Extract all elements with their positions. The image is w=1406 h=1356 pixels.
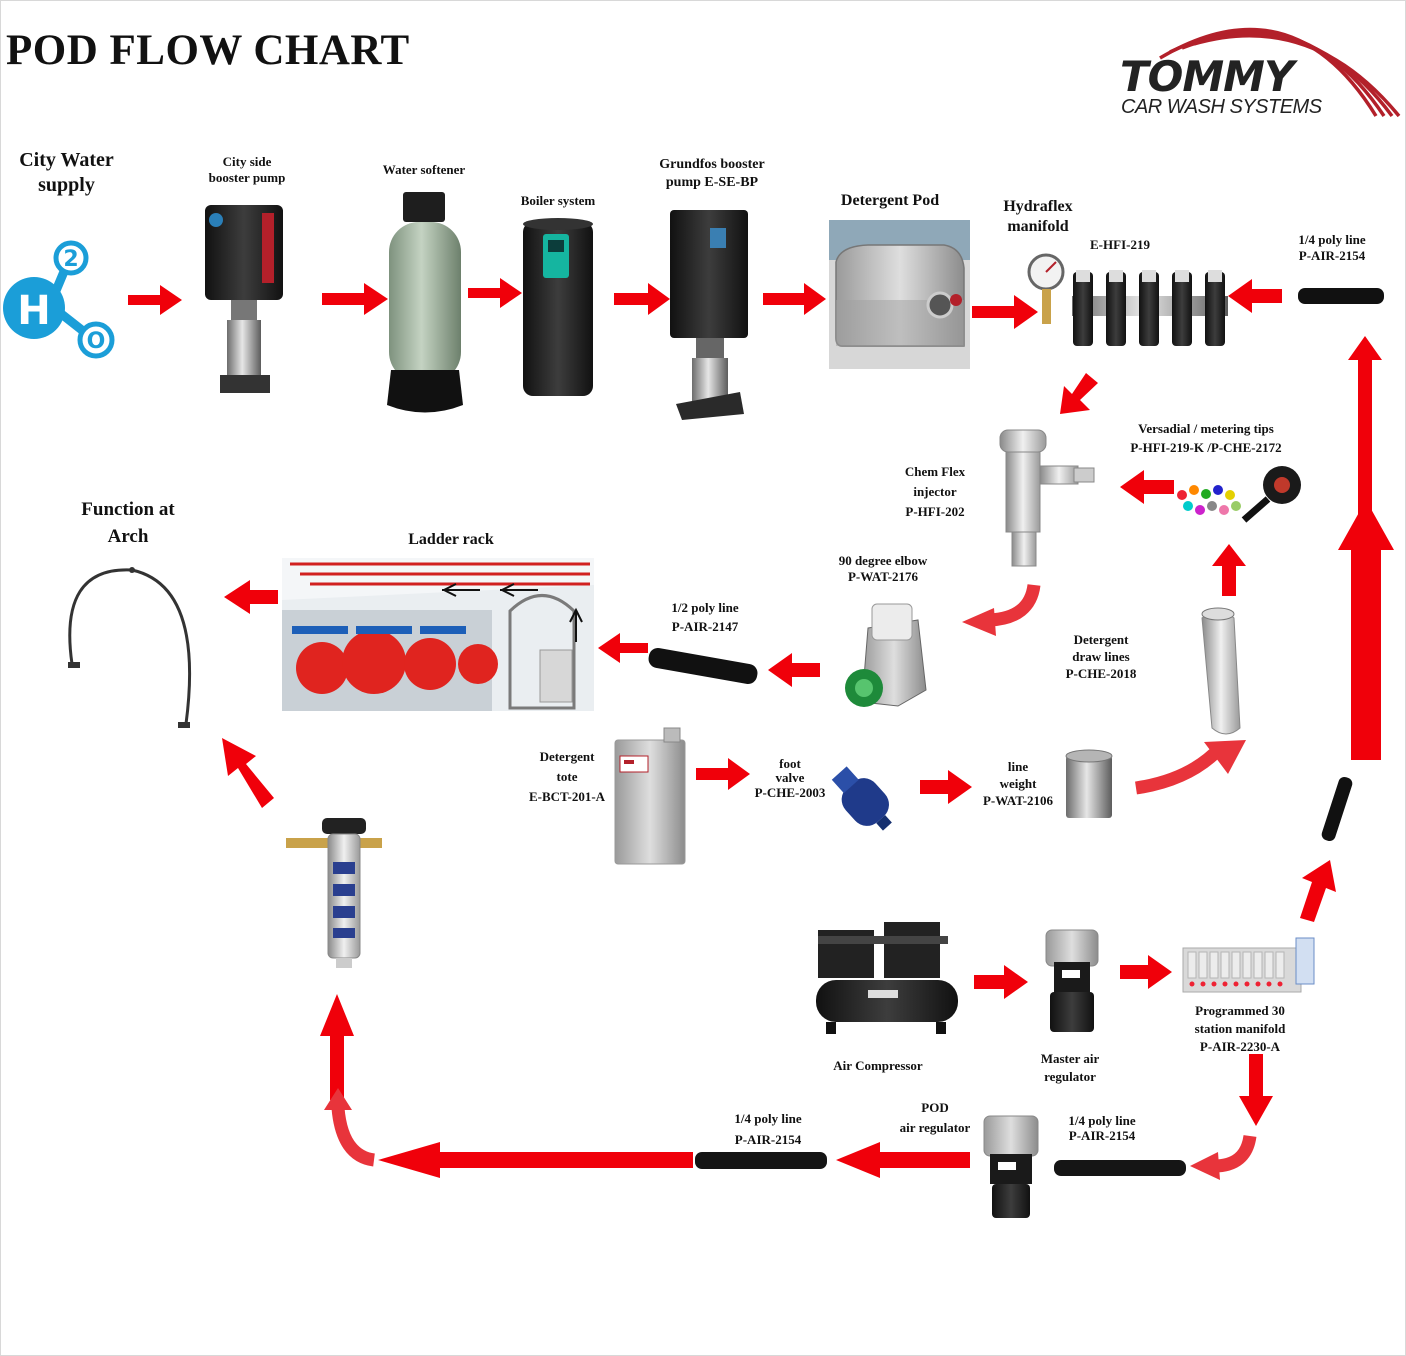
master-reg-label: Master air regulator (1040, 1051, 1100, 1084)
arrow-elbow-to-halfpoly (768, 653, 820, 687)
arrow-water-to-booster (128, 285, 182, 315)
city-booster-pump-icon (205, 205, 283, 393)
arrow-master-to-manifold (1120, 955, 1172, 989)
metering-tips-icon (1177, 466, 1301, 523)
grundfos-label: Grundfos booster pump E-SE-BP (659, 157, 765, 190)
manifold-icon (1027, 253, 1228, 346)
compressor-label: Air Compressor (833, 1058, 923, 1073)
arrow-up-to-cylinder (320, 994, 354, 1100)
hydraflex-part-label: E-HFI-219 (1090, 237, 1150, 252)
master-air-regulator-icon (1045, 929, 1099, 1032)
pod-air-regulator-icon (983, 1115, 1039, 1218)
arrow-compressor-to-master (974, 965, 1028, 999)
right-poly-label: 1/4 poly line P-AIR-2154 (1068, 1113, 1136, 1143)
arrow-tips-to-injector (1120, 470, 1174, 504)
curve-weight-to-tube (1134, 743, 1225, 795)
tote-label: Detergent tote E-BCT-201-A (528, 749, 606, 805)
water-softener-label: Water softener (382, 162, 466, 177)
pod-reg-label: POD air regulator (899, 1100, 971, 1136)
clear-tube-icon (1201, 607, 1241, 735)
arrow-manifold-down (1239, 1054, 1273, 1126)
arrow-cylinder-to-arch (222, 738, 274, 808)
arrow-tote-to-footvalve (696, 758, 750, 790)
svg-text:H: H (17, 288, 50, 334)
tote-icon (614, 727, 686, 865)
arrow-riser-large (1338, 500, 1394, 760)
boiler-icon (523, 218, 593, 396)
curve-manifold-to-poly (1213, 1134, 1257, 1173)
arch-frame-icon (68, 567, 192, 728)
svg-text:O: O (87, 329, 106, 354)
bottom-poly-label: 1/4 poly line P-AIR-2154 (734, 1111, 802, 1147)
elbow-label: 90 degree elbow P-WAT-2176 (838, 553, 928, 585)
city-booster-label: City side booster pump (208, 154, 286, 186)
injector-icon (999, 429, 1095, 567)
logo-subtitle: CAR WASH SYSTEMS (1121, 96, 1322, 118)
softener-tank-icon (387, 192, 463, 413)
versadial-label: Versadial / metering tips P-HFI-219-K /P… (1130, 421, 1282, 455)
arrow-draw-to-tips (1212, 544, 1246, 596)
detergent-pod-label: Detergent Pod (840, 192, 940, 209)
arrow-podreg-to-poly (836, 1142, 970, 1178)
arrow-grundfos-to-pod (763, 283, 826, 315)
chemflex-label: Chem Flex injector P-HFI-202 (904, 464, 966, 520)
air-cylinder-icon (286, 818, 382, 968)
arch-label: Function at Arch (81, 499, 175, 547)
grundfos-pump-icon (670, 210, 748, 420)
svg-text:2: 2 (63, 247, 78, 272)
arrow-halfpoly-to-rack (598, 633, 648, 663)
city-water-label: City Water supply (19, 149, 114, 196)
curve-left-to-up (331, 1107, 376, 1167)
arrow-manifold-up (1300, 860, 1336, 922)
wash-tunnel-photo-icon (282, 558, 594, 711)
page-title: POD FLOW CHART (6, 27, 410, 74)
hydraflex-label: Hydraflex manifold (1003, 198, 1073, 235)
foot-valve-label: foot valve P-CHE-2003 (754, 756, 826, 800)
arrow-poly-to-left (378, 1142, 693, 1178)
half-poly-hose-icon (648, 648, 758, 684)
boiler-label: Boiler system (520, 193, 596, 208)
right-poly-hose-icon (1054, 1160, 1186, 1176)
line-weight-label: line weight P-WAT-2106 (982, 759, 1054, 808)
curve-injector-to-elbow (989, 583, 1041, 627)
arrow-hydraflex-to-injector (1060, 373, 1098, 414)
manifold30-label: Programmed 30 station manifold P-AIR-223… (1194, 1003, 1286, 1055)
logo-wordmark: TOMMY (1120, 52, 1294, 101)
arrow-boiler-to-grundfos (614, 283, 670, 315)
draw-lines-label: Detergent draw lines P-CHE-2018 (1065, 632, 1137, 681)
arrow-softener-to-boiler (468, 278, 522, 308)
arrow-pod-to-hydraflex (972, 295, 1038, 329)
top-poly-label: 1/4 poly line P-AIR-2154 (1298, 232, 1366, 264)
arrow-poly-to-hydraflex (1228, 279, 1282, 313)
half-poly-label: 1/2 poly line P-AIR-2147 (671, 600, 739, 634)
valve-manifold-icon (1182, 937, 1315, 993)
h2o-molecule-icon: H 2 O (3, 240, 115, 359)
line-weight-icon (1065, 749, 1113, 818)
bottom-poly-hose-icon (695, 1152, 827, 1169)
elbow-fitting-icon (845, 603, 927, 707)
arrow-booster-to-softener (322, 283, 388, 315)
riser-hose-icon (1321, 777, 1353, 841)
top-poly-hose-icon (1298, 288, 1384, 304)
arrow-rack-to-arch (224, 580, 278, 614)
flow-arrows (128, 278, 1394, 1178)
pod-cabinet-icon (829, 220, 970, 369)
arrow-footvalve-to-weight (920, 770, 972, 804)
ladder-rack-label: Ladder rack (408, 531, 494, 548)
foot-valve-icon (831, 766, 892, 831)
air-compressor-icon (816, 922, 958, 1034)
